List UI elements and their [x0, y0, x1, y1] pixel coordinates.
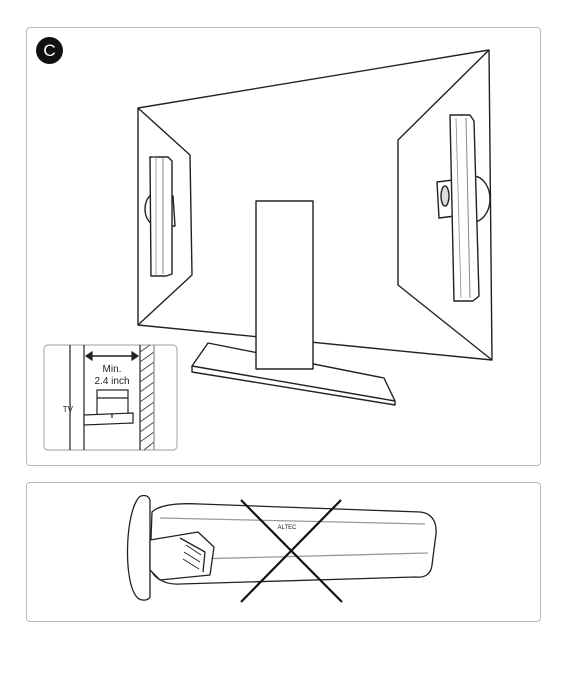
soundbar-brand: ALTEC: [278, 525, 298, 531]
tv-stand-neck: [256, 201, 313, 369]
incorrect-soundbar-illustration: [127, 496, 436, 601]
wall-disc: [127, 496, 150, 601]
tv-label: TV: [63, 405, 74, 414]
left-soundbar: [150, 157, 172, 276]
clearance-label-line1: Min.: [103, 364, 122, 375]
right-soundbar: [450, 115, 479, 301]
clearance-label-line2: 2.4 inch: [94, 376, 129, 387]
clearance-inset: [44, 345, 177, 450]
